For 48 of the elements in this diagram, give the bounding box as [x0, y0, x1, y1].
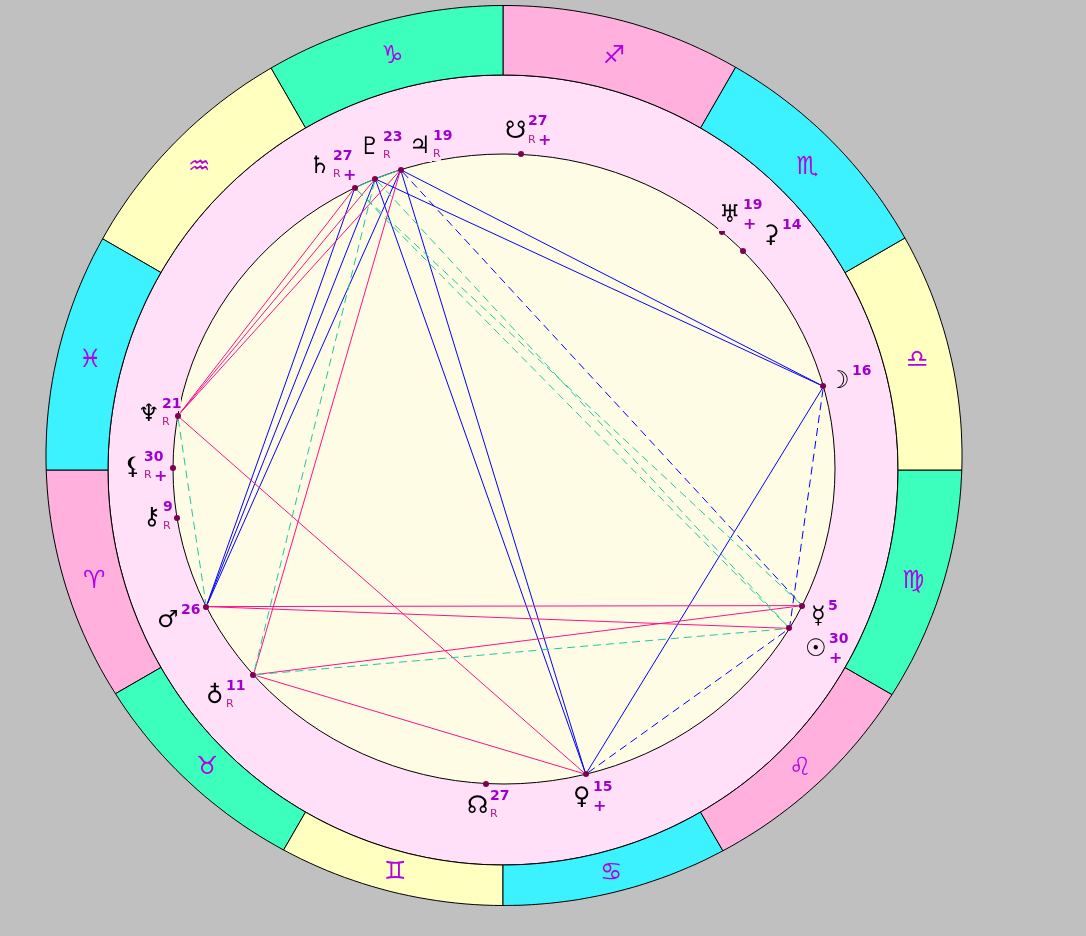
zodiac-glyph: ♌ — [789, 752, 812, 782]
zodiac-glyph: ♏ — [796, 151, 819, 181]
zodiac-glyph: ♊ — [384, 856, 407, 886]
aspect-line — [208, 606, 787, 629]
planet-dot — [250, 672, 256, 678]
aspect-line — [177, 418, 207, 605]
aspect-line — [253, 172, 401, 673]
aspect-line — [179, 171, 400, 415]
planet-dot — [203, 604, 209, 610]
planet-dot — [740, 248, 746, 254]
aspect-line — [587, 629, 788, 773]
zodiac-segment — [700, 667, 893, 852]
zodiac-segment — [283, 811, 504, 906]
aspect-line — [377, 170, 399, 179]
zodiac-glyph: ♐ — [603, 40, 626, 70]
planet-dot — [786, 625, 792, 631]
zodiac-glyph: ♓ — [79, 344, 102, 374]
aspect-line — [789, 388, 824, 626]
planet-dot — [372, 176, 378, 182]
aspect-line — [255, 675, 584, 774]
planet-dot — [352, 185, 358, 191]
aspect-line — [586, 388, 823, 773]
aspect-line — [179, 417, 584, 773]
zodiac-glyph: ♈ — [83, 565, 106, 595]
planet-dot — [174, 515, 180, 521]
zodiac-glyph: ♋ — [600, 857, 623, 887]
planet-dot — [483, 781, 489, 787]
zodiac-segment — [270, 5, 504, 129]
zodiac-glyph: ♉ — [196, 751, 219, 781]
zodiac-glyph: ♍ — [902, 565, 925, 595]
aspect-line — [207, 172, 400, 605]
planet-dot — [799, 603, 805, 609]
planet-dot — [170, 465, 176, 471]
zodiac-glyph: ♑ — [381, 40, 404, 70]
zodiac-glyph: ♎ — [906, 344, 929, 374]
zodiac-segment — [502, 811, 724, 906]
planet-dot — [175, 413, 181, 419]
zodiac-segment — [699, 66, 906, 274]
retrograde-mark: R — [433, 148, 441, 161]
zodiac-segment — [102, 67, 307, 274]
planet-dot — [518, 151, 524, 157]
planet-dot — [583, 771, 589, 777]
zodiac-segment — [114, 667, 306, 851]
zodiac-glyph: ♒ — [188, 151, 211, 181]
planet-dot — [398, 167, 404, 173]
aspect-line — [357, 179, 373, 188]
degree-number: 21 — [162, 395, 182, 412]
planet-dot — [820, 383, 826, 389]
